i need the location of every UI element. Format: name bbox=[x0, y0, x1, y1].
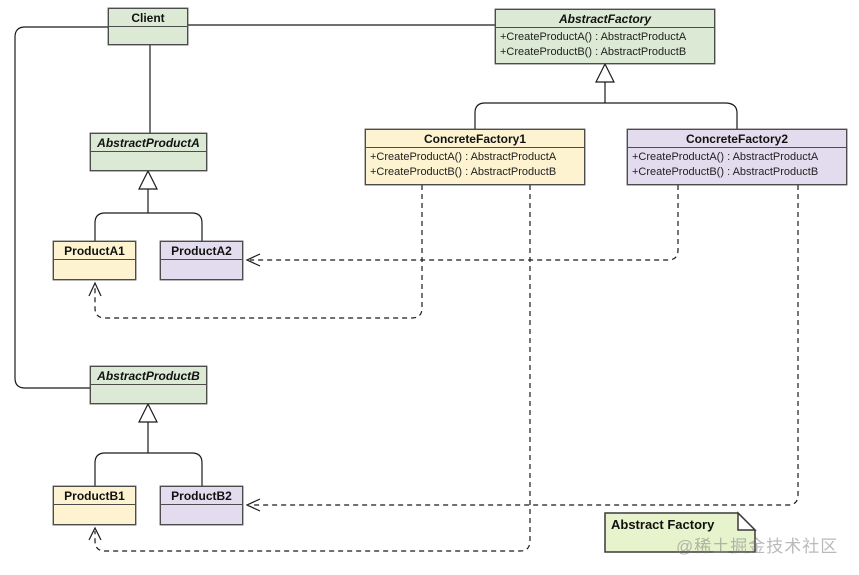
class-concrete-factory-2: ConcreteFactory2 +CreateProductA() : Abs… bbox=[627, 129, 847, 185]
edge-dependency-cf2-producta2 bbox=[250, 185, 679, 261]
class-product-b2: ProductB2 bbox=[160, 486, 243, 525]
method-create-product-b: +CreateProductB() : AbstractProductB bbox=[500, 46, 687, 58]
edge-client-abstractproductb bbox=[14, 26, 108, 389]
arrowhead-productb1 bbox=[88, 526, 102, 541]
arrowhead-producta2 bbox=[245, 253, 261, 267]
class-product-a1: ProductA1 bbox=[53, 241, 136, 280]
class-abstract-factory: AbstractFactory +CreateProductA() : Abst… bbox=[495, 9, 715, 64]
class-title: AbstractFactory bbox=[496, 10, 714, 28]
class-product-a2: ProductA2 bbox=[160, 241, 243, 280]
arrowhead-producta1 bbox=[88, 281, 102, 297]
note-fold-icon bbox=[737, 511, 757, 531]
method-create-product-a: +CreateProductA() : AbstractProductA bbox=[500, 31, 687, 43]
class-methods: +CreateProductA() : AbstractProductA +Cr… bbox=[366, 148, 584, 182]
generalization-triangle-abstractproductb bbox=[138, 402, 158, 423]
class-body-empty bbox=[91, 152, 206, 168]
class-methods: +CreateProductA() : AbstractProductA +Cr… bbox=[496, 28, 714, 62]
class-body-empty bbox=[161, 260, 242, 277]
method-create-product-b: +CreateProductB() : AbstractProductB bbox=[370, 166, 557, 178]
generalization-triangle-abstractproducta bbox=[138, 169, 158, 190]
class-title: ProductA2 bbox=[161, 242, 242, 260]
class-concrete-factory-1: ConcreteFactory1 +CreateProductA() : Abs… bbox=[365, 129, 585, 185]
watermark: @稀土掘金技术社区 bbox=[676, 537, 839, 556]
class-title: Client bbox=[109, 9, 187, 27]
class-title: AbstractProductB bbox=[91, 367, 206, 385]
class-title: ConcreteFactory1 bbox=[366, 130, 584, 148]
edge-generalization-products-a bbox=[94, 212, 203, 241]
class-body-empty bbox=[54, 505, 135, 522]
class-abstract-product-b: AbstractProductB bbox=[90, 366, 207, 404]
method-create-product-b: +CreateProductB() : AbstractProductB bbox=[632, 166, 819, 178]
method-create-product-a: +CreateProductA() : AbstractProductA bbox=[632, 151, 819, 163]
class-title: ProductB2 bbox=[161, 487, 242, 505]
class-title: ProductB1 bbox=[54, 487, 135, 505]
note-label: Abstract Factory bbox=[611, 517, 715, 532]
class-title: ConcreteFactory2 bbox=[628, 130, 846, 148]
class-title: AbstractProductA bbox=[91, 134, 206, 152]
edge-dependency-cf2-productb2 bbox=[250, 185, 799, 506]
class-title: ProductA1 bbox=[54, 242, 135, 260]
edge-generalization-products-b bbox=[94, 452, 203, 486]
class-client: Client bbox=[108, 8, 188, 45]
class-body-empty bbox=[109, 27, 187, 43]
class-body-empty bbox=[161, 505, 242, 522]
edge-generalization-factories bbox=[474, 102, 738, 130]
class-abstract-product-a: AbstractProductA bbox=[90, 133, 207, 171]
class-methods: +CreateProductA() : AbstractProductA +Cr… bbox=[628, 148, 846, 182]
edge-dependency-cf1-producta1 bbox=[94, 185, 423, 319]
class-body-empty bbox=[54, 260, 135, 277]
class-body-empty bbox=[91, 385, 206, 401]
method-create-product-a: +CreateProductA() : AbstractProductA bbox=[370, 151, 557, 163]
generalization-triangle-abstractfactory bbox=[595, 62, 615, 83]
class-product-b1: ProductB1 bbox=[53, 486, 136, 525]
arrowhead-productb2 bbox=[245, 498, 261, 512]
